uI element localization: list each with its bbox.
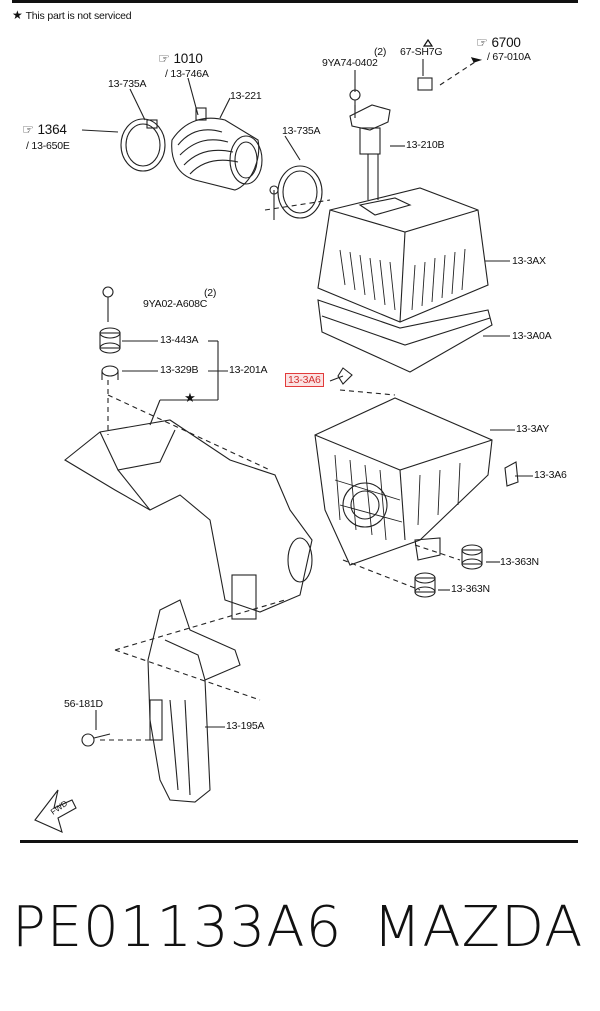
label-13-363N-lower: 13-363N (451, 583, 490, 595)
label-13-3AY: 13-3AY (516, 423, 550, 435)
air-cleaner-cover (317, 187, 489, 323)
top-rule (12, 0, 578, 3)
label-13-3A6-highlighted[interactable]: 13-3A6 (285, 373, 324, 387)
fwd-arrow-icon (34, 789, 77, 833)
label-13-329B: 13-329B (160, 364, 199, 376)
label-13-746A: / 13-746A (165, 68, 209, 80)
service-note: ★This part is not serviced (12, 8, 132, 22)
leader-line (149, 399, 161, 426)
service-icon: ☞ (476, 35, 488, 50)
leader-line (81, 129, 119, 133)
mass-airflow-sensor (349, 104, 391, 131)
label-13-3A0A: 13-3A0A (512, 330, 552, 342)
label-13-221: 13-221 (230, 90, 262, 102)
brand-name: MAZDA (373, 895, 584, 960)
label-56-181D: 56-181D (64, 698, 103, 710)
leader-line (329, 375, 344, 382)
label-13-363N: 13-363N (500, 556, 539, 568)
label-13-3AX: 13-3AX (512, 255, 546, 267)
leader-line (284, 135, 301, 161)
label-13-201A: 13-201A (229, 364, 268, 376)
label-13-735A: 13-735A (108, 78, 147, 90)
label-1364: ☞ 1364 (22, 122, 67, 137)
intake-hose (171, 117, 260, 191)
label-67-010A: / 67-010A (487, 51, 531, 63)
air-filter-element (317, 299, 493, 373)
label-6700: ☞ 6700 (476, 35, 521, 50)
leader-line (129, 88, 146, 121)
label-13-650E: / 13-650E (26, 140, 70, 152)
service-icon: ☞ (22, 122, 34, 137)
label-9YA74-0402: 9YA74-0402 (322, 57, 378, 69)
service-icon: ☞ (158, 51, 170, 66)
leader-line (439, 61, 476, 86)
star-icon: ★ (184, 391, 196, 406)
label-13-195A: 13-195A (226, 720, 265, 732)
bottom-rule (20, 840, 578, 843)
label-1010: ☞ 1010 (158, 51, 203, 66)
label-qty-2b: (2) (204, 287, 217, 299)
label-67-SH7G: 67-SH7G (400, 46, 443, 58)
part-number: PE01133A6 (12, 895, 343, 960)
star-icon: ★ (12, 8, 23, 22)
label-13-210B: 13-210B (406, 139, 445, 151)
label-13-3A6-right: 13-3A6 (534, 469, 567, 481)
label-qty-2: (2) (374, 46, 387, 58)
label-13-443A: 13-443A (160, 334, 199, 346)
leader-line (219, 97, 231, 119)
label-13-735A-right: 13-735A (282, 125, 321, 137)
hose-clamp (120, 118, 166, 172)
air-intake-duct (64, 419, 313, 613)
air-cleaner-case (314, 397, 493, 566)
label-9YA02-A608C: 9YA02-A608C (143, 298, 208, 310)
